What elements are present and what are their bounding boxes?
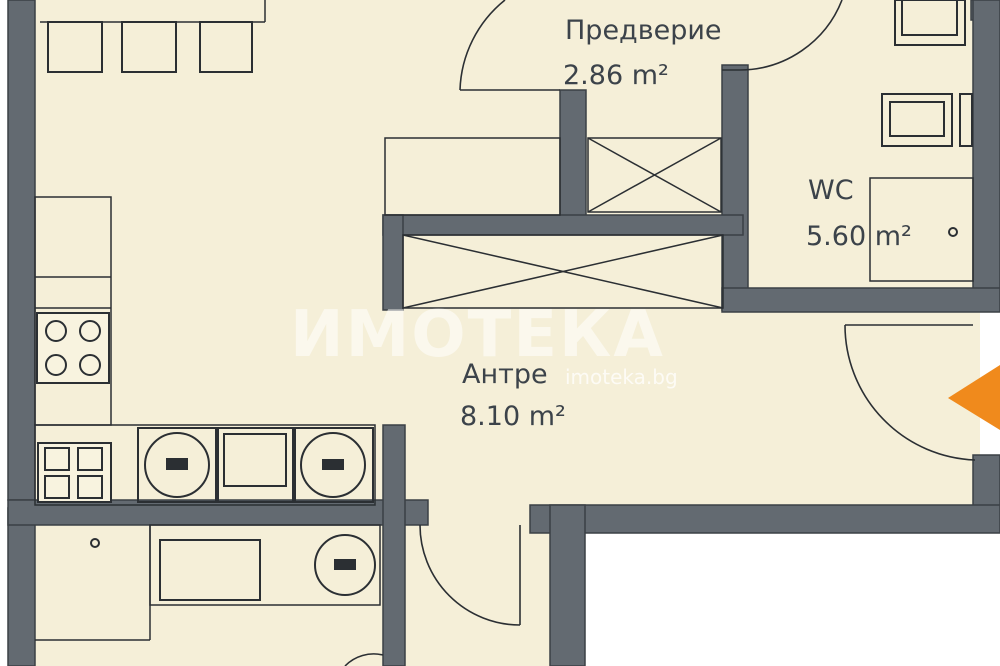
room-name: Предверие bbox=[565, 15, 722, 46]
orange-arrow-icon bbox=[948, 365, 1000, 430]
room-area: 5.60 m² bbox=[806, 221, 912, 252]
room-area: 8.10 m² bbox=[460, 401, 566, 432]
room-label-predverie: Предверие 2.86 m² bbox=[563, 15, 722, 91]
ventilation-shafts bbox=[384, 137, 724, 309]
watermark-brand: ИМОТЕКА bbox=[290, 298, 665, 372]
watermark-site: imoteka.bg bbox=[565, 365, 678, 389]
bathroom-furniture bbox=[35, 524, 384, 666]
room-area: 2.86 m² bbox=[563, 60, 669, 91]
room-name: WC bbox=[808, 175, 854, 206]
room-label-antre: Антре 8.10 m² bbox=[460, 359, 566, 432]
room-label-wc: WC 5.60 m² bbox=[806, 175, 912, 252]
room-name: Антре bbox=[462, 359, 548, 390]
wc-fixtures bbox=[869, 0, 974, 282]
doors bbox=[419, 0, 976, 626]
kitchen-furniture bbox=[34, 0, 376, 506]
